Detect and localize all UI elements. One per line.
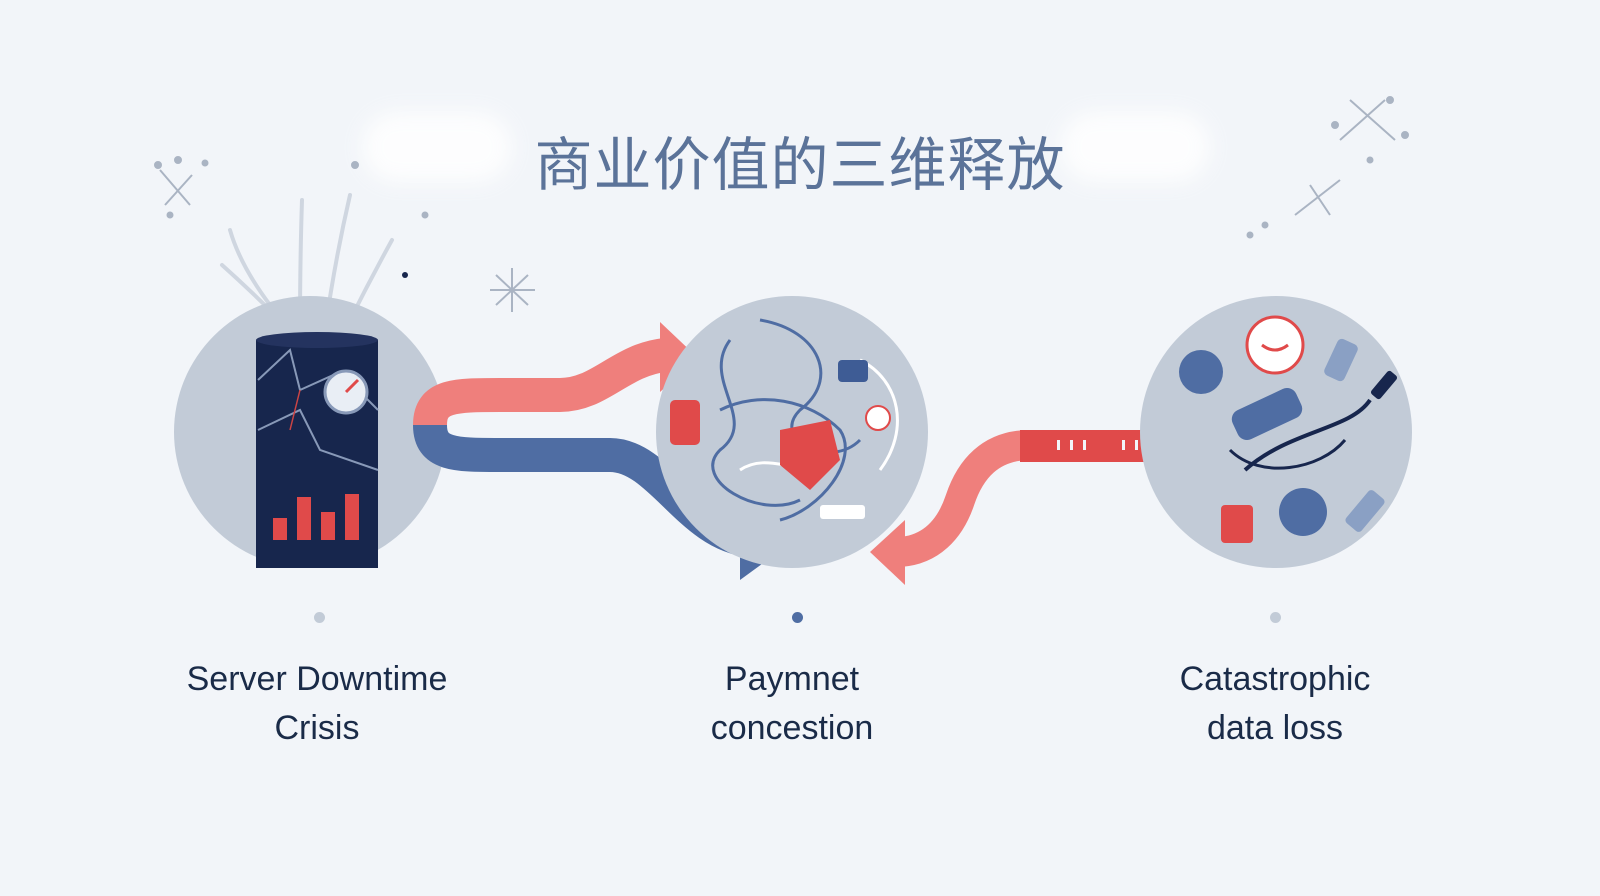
stage-label-line: concestion [710,709,874,747]
diagram-title: 商业价值的三维释放 [534,131,1066,199]
no-sign-icon [865,405,891,431]
arrow-red-back-to-payment [898,430,1031,567]
plug-icon [838,360,868,382]
card-icon [820,505,865,519]
sparkle-decor-center [490,268,535,312]
sparkle-decor-left [154,156,429,278]
arrowhead-red-back [870,520,905,585]
cracked-server-icon [256,332,379,568]
stage-dot-1 [314,612,325,623]
ghost-text-right [1060,112,1210,182]
scattered-hardware-icon [1179,315,1398,543]
sparkle-decor-right [1246,96,1409,239]
ghost-text-left [362,112,512,182]
stage-label-server-downtime: Server Downtime Crisis [137,655,497,753]
stage-label-line: Paymnet [724,660,860,698]
stage-label-line: Catastrophic [1179,660,1371,698]
stage-label-payment: Paymnet concestion [612,655,972,753]
payment-concession-illustration [656,296,928,568]
stage-label-data-loss: Catastrophic data loss [1095,655,1455,753]
stage-label-line: Crisis [274,709,360,747]
red-bottle-icon [670,400,700,445]
stage-dot-3 [1270,612,1281,623]
stage-dot-2 [792,612,803,623]
shield-tag-icon [780,420,840,490]
stage-label-line: Server Downtime [186,660,448,698]
stage-label-line: data loss [1206,709,1344,747]
arrow-red-to-payment [413,338,668,427]
server-downtime-illustration [174,296,446,568]
data-loss-illustration [1140,296,1412,568]
